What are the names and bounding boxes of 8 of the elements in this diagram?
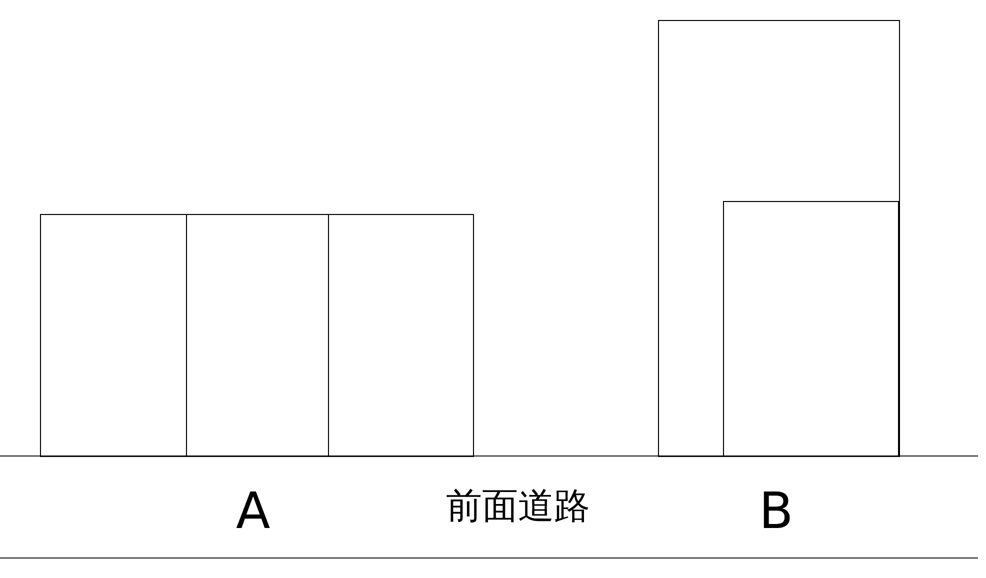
building-box [328,214,474,457]
area-label: A [236,486,270,536]
building-box [722,200,898,456]
building-box [186,214,329,457]
road-label: 前面道路 [446,489,590,525]
building-box [658,20,900,457]
area-label: B [759,486,794,536]
building-box [40,214,187,457]
